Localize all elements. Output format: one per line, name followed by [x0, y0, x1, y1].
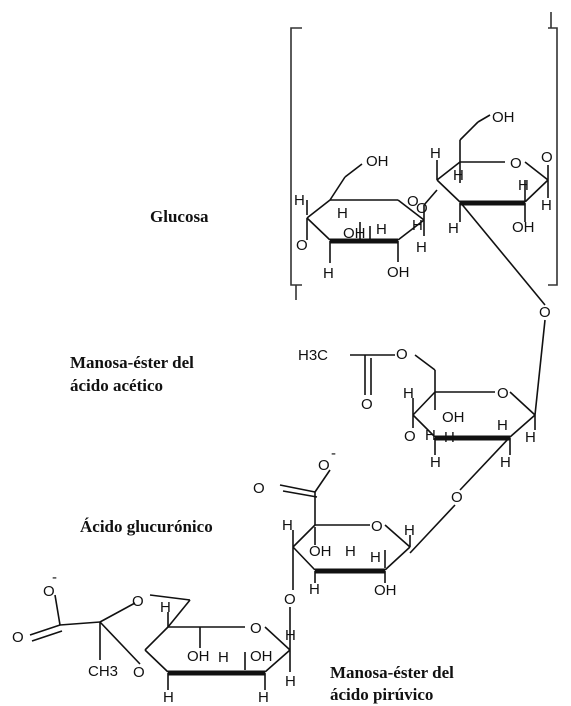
atom-h: H [430, 145, 441, 162]
atom-carboxylate-oxygen: O [318, 457, 330, 474]
atom-charge: - [331, 445, 336, 462]
glucuronic-acid-ring: O - O O H OH H H H H OH O [253, 445, 456, 608]
sugar-labels: Glucosa Manosa-éster del ácido acético Á… [70, 207, 454, 704]
atom-ring-oxygen: O [497, 385, 509, 402]
atom-h: H [425, 427, 436, 444]
atom-oh: OH [343, 225, 366, 242]
atom-o-link: O [416, 200, 428, 217]
atom-h: H [444, 429, 455, 446]
glucose-ring-left: OH O H O H OH H OH H H H O [294, 153, 438, 282]
atom-h: H [370, 549, 381, 566]
atom-h: H [285, 627, 296, 644]
atom-h: H [282, 517, 293, 534]
atom-carbonyl-oxygen: O [253, 480, 265, 497]
atom-h: H [345, 543, 356, 560]
atom-h: H [218, 649, 229, 666]
atom-h: H [285, 673, 296, 690]
atom-h: H [403, 385, 414, 402]
atom-oh: OH [442, 409, 465, 426]
atom-h: H [337, 205, 348, 222]
atom-oh: OH [187, 648, 210, 665]
atom-h: H [160, 599, 171, 616]
glucose-ring-right: OH O H H H OH H H O O [430, 109, 553, 321]
atom-ring-oxygen: O [510, 155, 522, 172]
atom-oh: OH [309, 543, 332, 560]
atom-carbonyl-oxygen: O [12, 629, 24, 646]
atom-oh: OH [512, 219, 535, 236]
atom-o-link: O [541, 149, 553, 166]
label-mannose-acetic-2: ácido acético [70, 376, 163, 395]
label-mannose-pyruvic-2: ácido pirúvico [330, 685, 433, 704]
atom-o-link: O [284, 591, 296, 608]
atom-h: H [323, 265, 334, 282]
atom-methyl-h3c: H3C [298, 347, 328, 364]
atom-h: H [258, 689, 269, 706]
atom-oh: OH [492, 109, 515, 126]
atom-methyl-ch3: CH3 [88, 663, 118, 680]
atom-acetal-oxygen: O [133, 664, 145, 681]
atom-h: H [163, 689, 174, 706]
atom-carboxylate-oxygen: O [43, 583, 55, 600]
atom-h: H [404, 522, 415, 539]
atom-ring-oxygen: O [407, 193, 419, 210]
atom-o-glycosidic: O [296, 237, 308, 254]
atom-h: H [416, 239, 427, 256]
label-glucose: Glucosa [150, 207, 209, 226]
atom-ring-oxygen: O [250, 620, 262, 637]
atom-oh: OH [374, 582, 397, 599]
atom-ring-oxygen: O [371, 518, 383, 535]
atom-ester-oxygen: O [396, 346, 408, 363]
atom-h: H [518, 177, 529, 194]
right-bracket [548, 27, 558, 286]
atom-h: H [448, 220, 459, 237]
label-glucuronic-acid: Ácido glucurónico [80, 517, 213, 536]
label-mannose-acetic-1: Manosa-éster del [70, 353, 194, 372]
atom-h: H [412, 217, 423, 234]
atom-h: H [309, 581, 320, 598]
atom-charge: - [52, 569, 57, 586]
atom-oh: OH [387, 264, 410, 281]
atom-h: H [376, 221, 387, 238]
atom-h: H [294, 192, 305, 209]
atom-o-link: O [451, 489, 463, 506]
atom-oh: OH [250, 648, 273, 665]
atom-o: O [404, 428, 416, 445]
atom-h: H [500, 454, 511, 471]
atom-h: H [525, 429, 536, 446]
atom-h: H [430, 454, 441, 471]
atom-carbonyl-oxygen: O [361, 396, 373, 413]
atom-h: H [453, 167, 464, 184]
mannose-acetic-ring: H3C O O O H OH O H H H H H H O [298, 319, 546, 506]
atom-h: H [541, 197, 552, 214]
atom-oh: OH [366, 153, 389, 170]
label-mannose-pyruvic-1: Manosa-éster del [330, 663, 454, 682]
atom-o-branch: O [539, 304, 551, 321]
atom-h: H [497, 417, 508, 434]
atom-acetal-oxygen: O [132, 593, 144, 610]
repeat-unit-brackets [290, 12, 558, 300]
mannose-pyruvic-ring: O - O O O CH3 O H OH H OH H H H H [12, 569, 296, 706]
